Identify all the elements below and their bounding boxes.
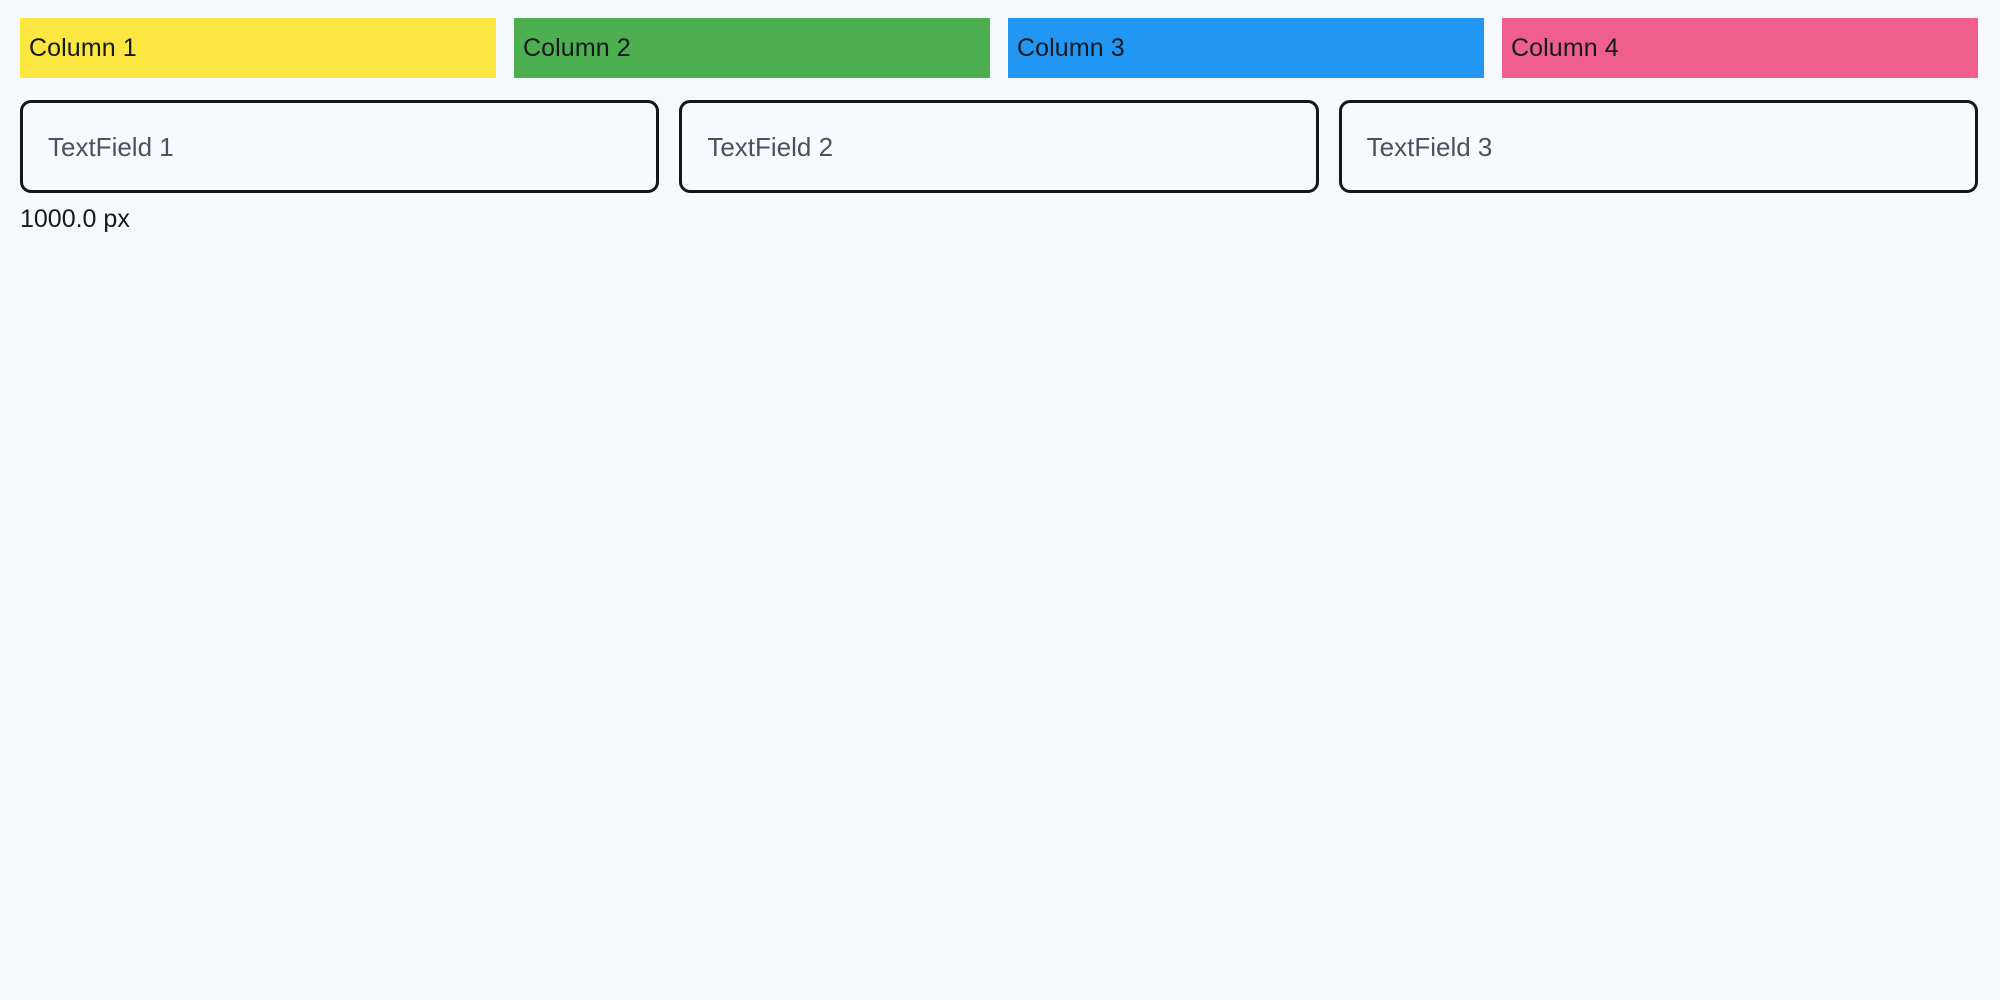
textfield-3[interactable]: TextField 3	[1338, 100, 1978, 193]
textfield-3-placeholder: TextField 3	[1366, 131, 1493, 162]
column-label-4: Column 4	[1511, 33, 1619, 62]
textfields-row: TextField 1 TextField 2 TextField 3	[20, 100, 1978, 193]
column-label-3: Column 3	[1017, 33, 1125, 62]
column-block-1[interactable]: Column 1	[20, 18, 496, 78]
column-block-3[interactable]: Column 3	[1008, 18, 1484, 78]
measurement-label: 1000.0 px	[20, 205, 130, 233]
column-block-4[interactable]: Column 4	[1502, 18, 1978, 78]
column-block-2[interactable]: Column 2	[514, 18, 990, 78]
column-label-1: Column 1	[29, 33, 137, 62]
textfield-1[interactable]: TextField 1	[20, 100, 660, 193]
empty-canvas-area	[0, 250, 2000, 1000]
column-label-2: Column 2	[523, 33, 631, 62]
textfield-1-placeholder: TextField 1	[48, 131, 174, 162]
columns-row: Column 1 Column 2 Column 3 Column 4	[20, 18, 1978, 78]
textfield-2-placeholder: TextField 2	[707, 131, 834, 162]
textfield-2[interactable]: TextField 2	[679, 100, 1319, 193]
